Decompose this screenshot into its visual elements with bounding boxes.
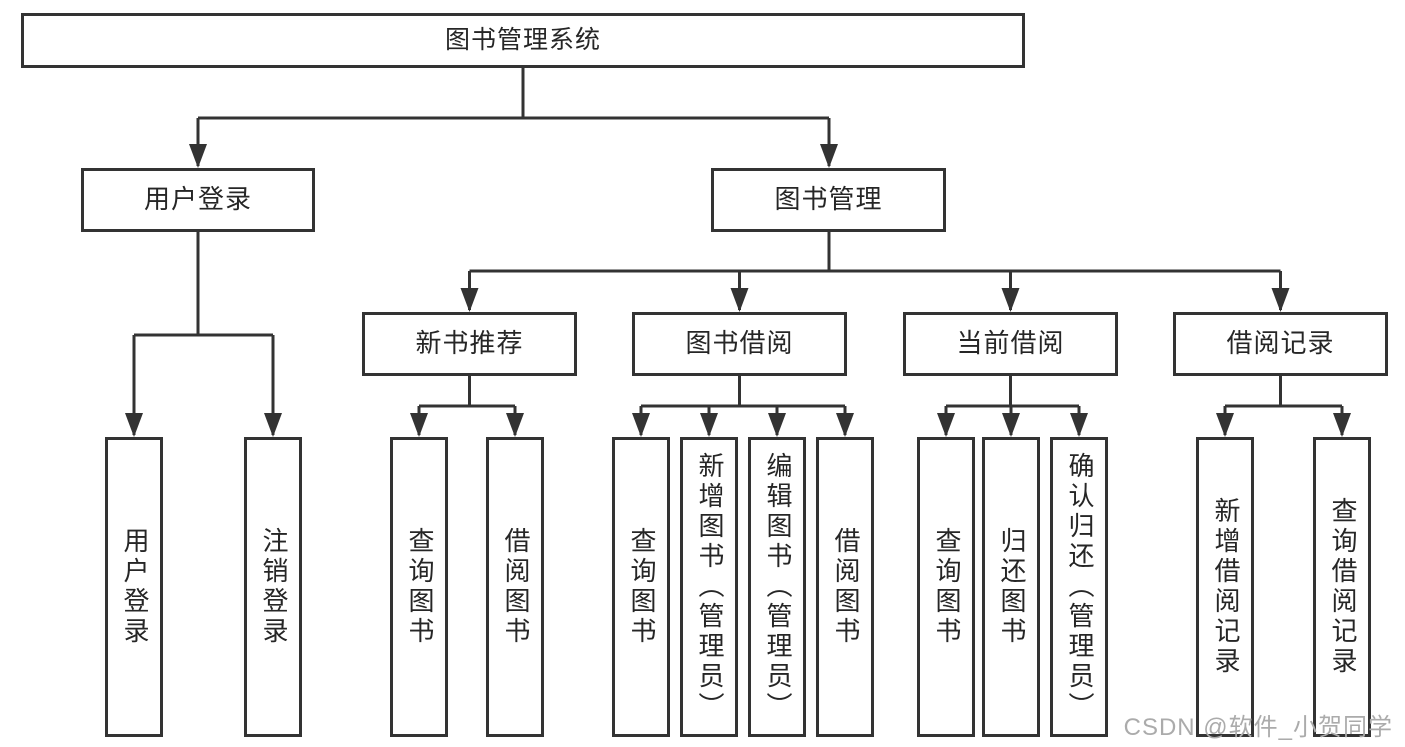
node-user-login-leaf: 用户登录 xyxy=(105,437,163,737)
node-query-book-borrowing: 查询图书 xyxy=(612,437,670,737)
node-user-login-group: 用户登录 xyxy=(81,168,315,232)
node-confirm-return-admin: 确认归还（管理员） xyxy=(1050,437,1108,737)
node-library-management-system: 图书管理系统 xyxy=(21,13,1025,68)
node-book-management-group: 图书管理 xyxy=(711,168,946,232)
node-return-book: 归还图书 xyxy=(982,437,1040,737)
node-borrow-book-borrowing: 借阅图书 xyxy=(816,437,874,737)
csdn-watermark: CSDN @软件_小贺同学 xyxy=(1123,714,1393,741)
node-add-borrow-record: 新增借阅记录 xyxy=(1196,437,1254,737)
node-query-book-current: 查询图书 xyxy=(917,437,975,737)
tree-edges xyxy=(132,68,1344,435)
arrowheads xyxy=(125,144,1351,437)
node-borrow-book-recommend: 借阅图书 xyxy=(486,437,544,737)
node-logout-leaf: 注销登录 xyxy=(244,437,302,737)
node-borrowing-records: 借阅记录 xyxy=(1173,312,1388,376)
node-edit-book-admin: 编辑图书（管理员） xyxy=(748,437,806,737)
node-current-borrowing: 当前借阅 xyxy=(903,312,1118,376)
node-query-borrow-record: 查询借阅记录 xyxy=(1313,437,1371,737)
node-add-book-admin: 新增图书（管理员） xyxy=(680,437,738,737)
node-book-borrowing: 图书借阅 xyxy=(632,312,847,376)
node-new-book-recommend: 新书推荐 xyxy=(362,312,577,376)
node-query-book-recommend: 查询图书 xyxy=(390,437,448,737)
